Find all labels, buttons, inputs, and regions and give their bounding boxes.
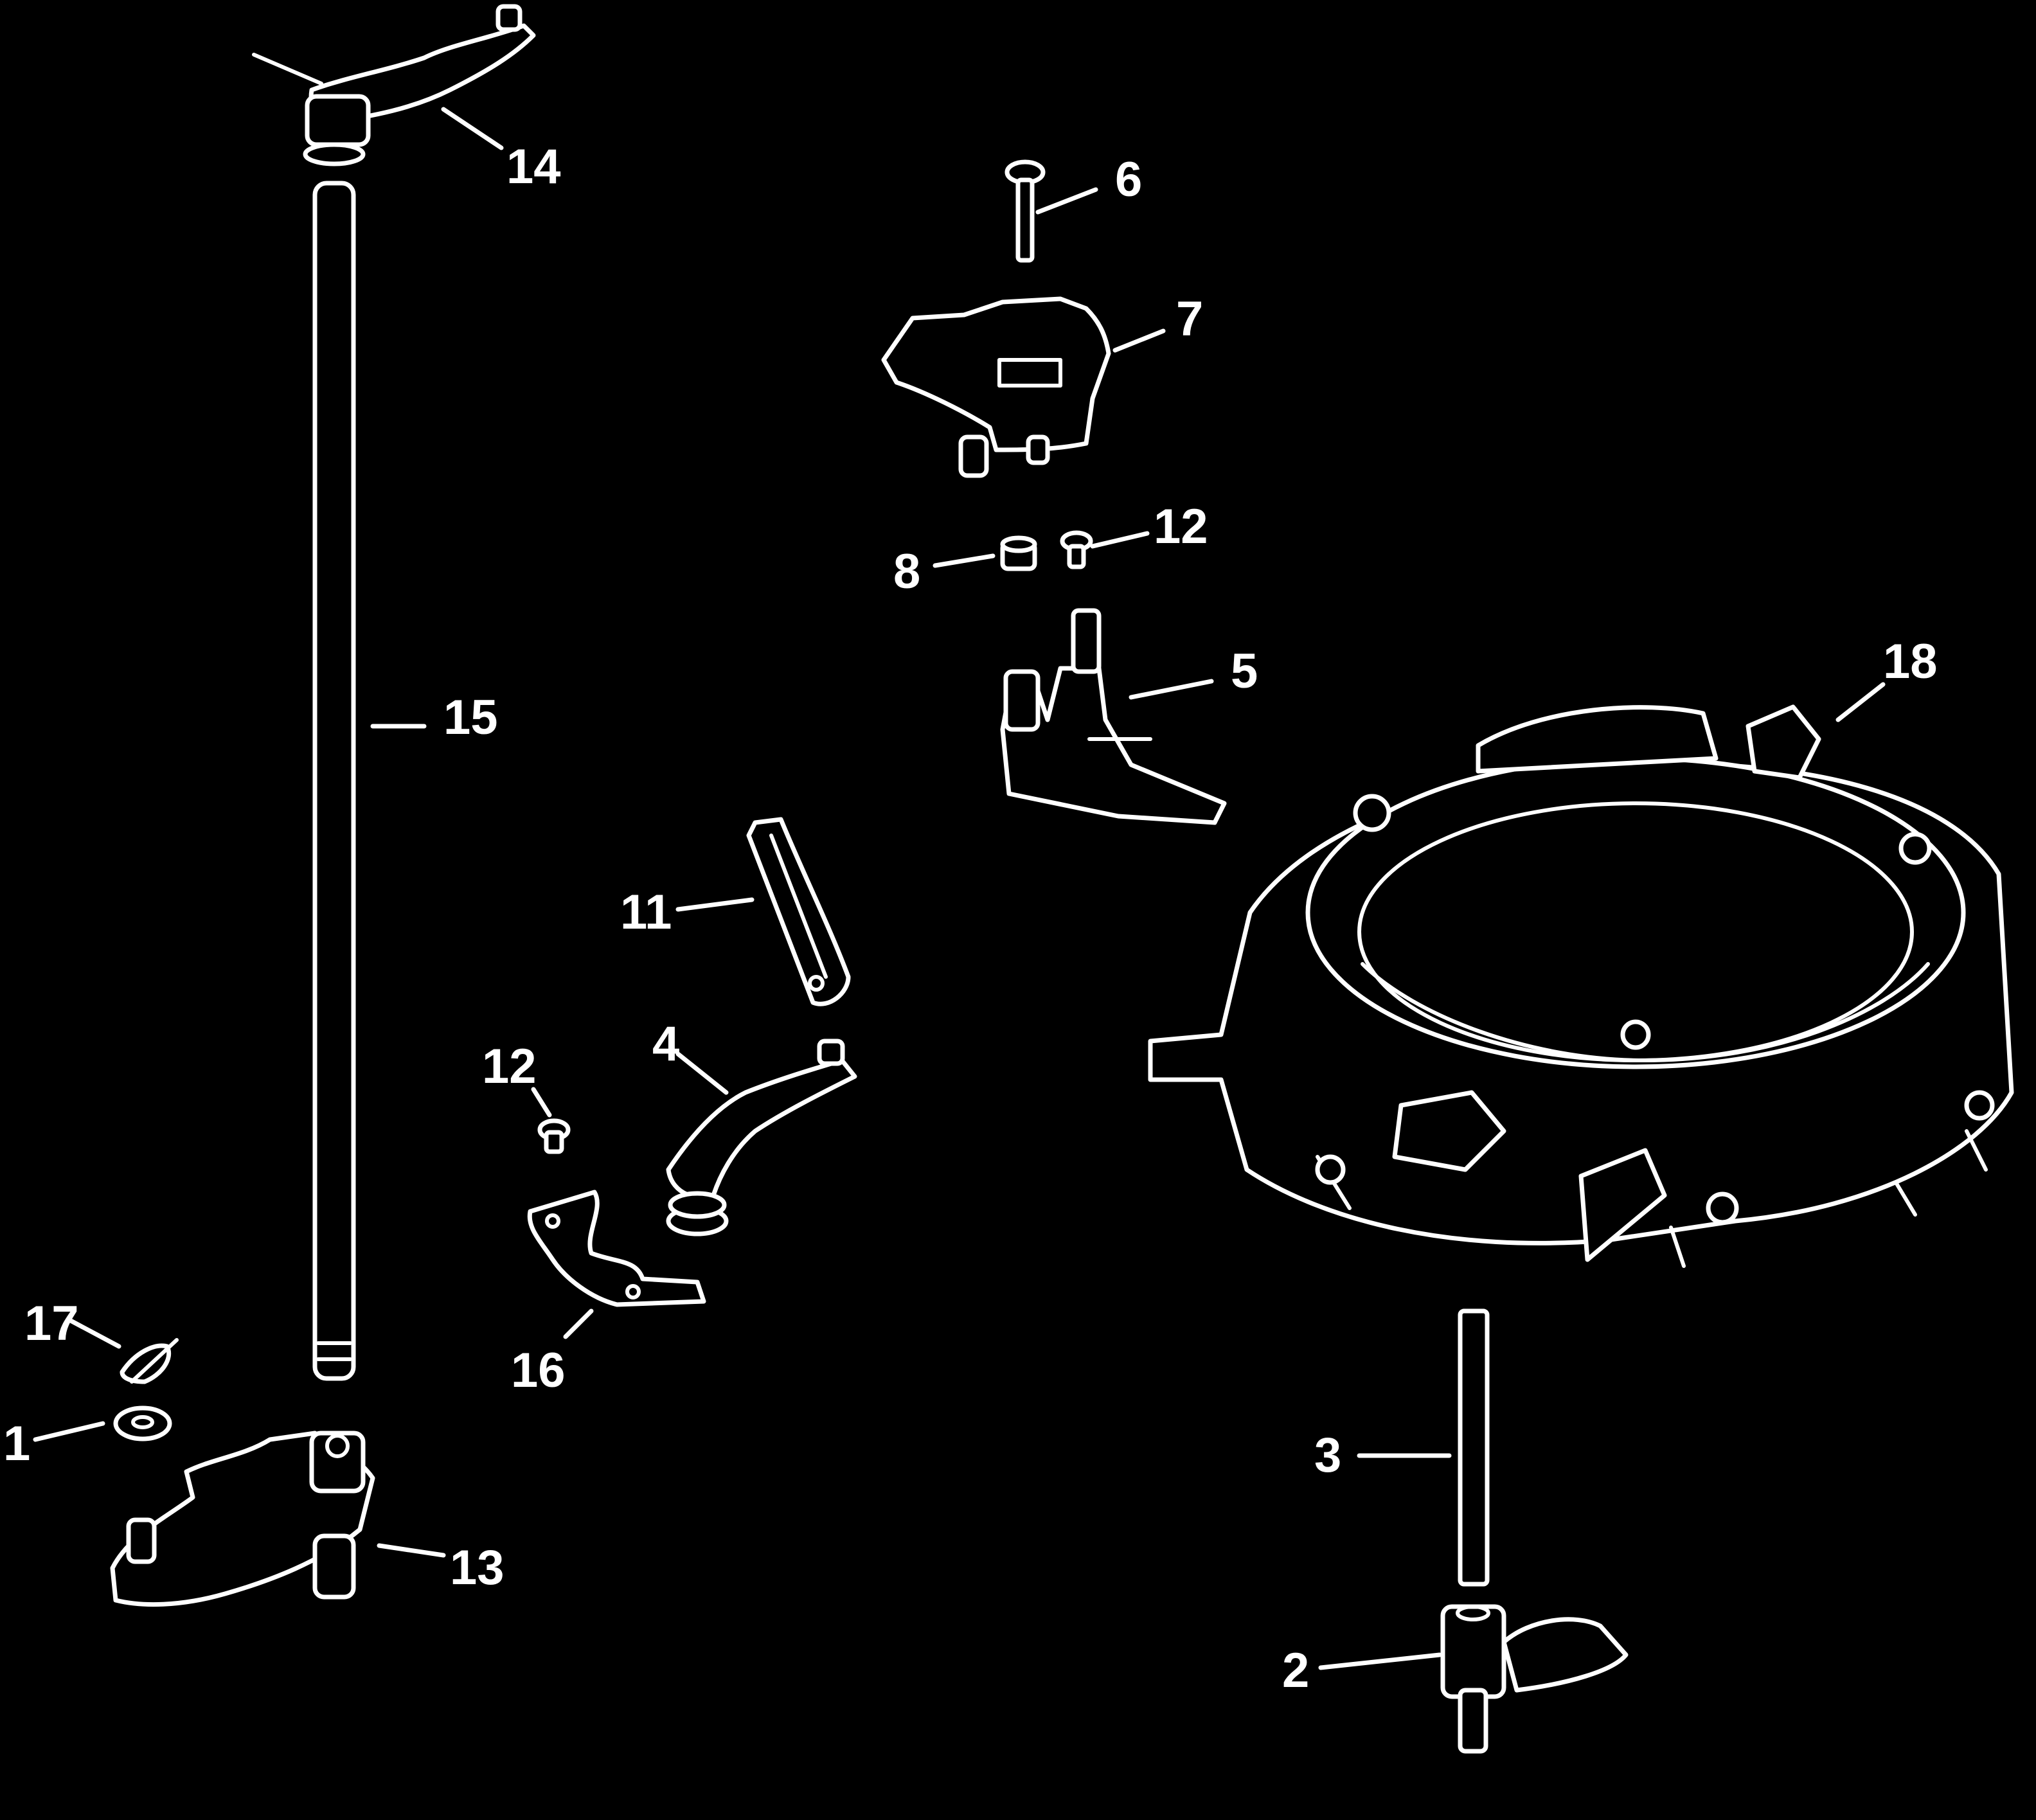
- callout-6: 6: [1115, 152, 1142, 207]
- callout-3: 3: [1314, 1428, 1341, 1483]
- part-13-lower-lever: [110, 1431, 375, 1607]
- part-15-control-rod: [312, 181, 356, 1381]
- part-1-washer: [113, 1405, 172, 1441]
- part-18-housing: [1148, 704, 2014, 1268]
- callout-17: 17: [24, 1296, 79, 1351]
- part-16-bracket: [527, 1190, 706, 1307]
- part-4-link-arm: [666, 1039, 857, 1236]
- callout-2: 2: [1282, 1643, 1309, 1698]
- callout-leaders: [33, 107, 1886, 1670]
- part-17-clip: [120, 1338, 179, 1384]
- part-2-coupler: [1440, 1604, 1629, 1754]
- part-12-screw-lower: [537, 1118, 571, 1154]
- part-3-shaft: [1458, 1308, 1490, 1587]
- callout-1: 1: [3, 1416, 30, 1471]
- callout-15: 15: [443, 690, 498, 745]
- callout-4: 4: [652, 1017, 679, 1071]
- callout-7: 7: [1176, 292, 1203, 346]
- callout-12-upper: 12: [1154, 499, 1208, 554]
- callout-8: 8: [893, 544, 920, 599]
- part-8-cap: [1000, 535, 1037, 571]
- part-6-screw: [1005, 159, 1046, 263]
- callout-13: 13: [450, 1540, 505, 1595]
- callout-18: 18: [1883, 634, 1938, 689]
- callout-16: 16: [511, 1343, 566, 1398]
- part-11-link: [746, 817, 851, 1006]
- callout-14: 14: [506, 139, 561, 194]
- callout-12-lower: 12: [482, 1039, 537, 1094]
- part-7-sensor: [881, 296, 1111, 478]
- part-5-bracket: [1000, 608, 1227, 825]
- part-14-lever-arm: [252, 4, 536, 166]
- part-12-screw-upper: [1060, 530, 1093, 569]
- callout-11: 11: [620, 885, 672, 940]
- callout-5: 5: [1231, 644, 1258, 699]
- callout-labels: 14 15 6 7 8 12 5 18 11 4 12 16 17 1 13 3…: [3, 139, 1938, 1698]
